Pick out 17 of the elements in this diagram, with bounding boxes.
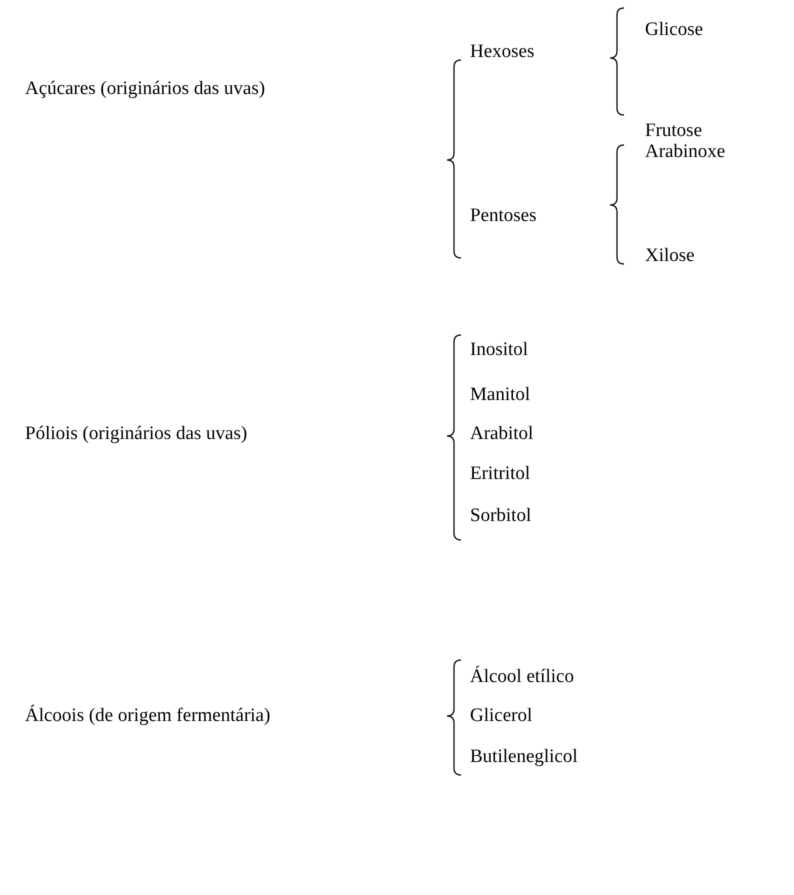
term-label: Glicerol: [470, 705, 532, 727]
term-label: Póliois (originários das uvas): [25, 423, 248, 445]
term-label: Sorbitol: [470, 505, 532, 527]
term-label: Eritritol: [470, 463, 530, 485]
term-label: Butileneglicol: [470, 746, 578, 768]
term-label: Arabitol: [470, 423, 534, 445]
term-label: Álcoois (de origem fermentária): [25, 705, 270, 727]
term-label: Arabinoxe: [645, 141, 726, 163]
term-label: Álcool etílico: [470, 666, 574, 688]
term-label: Hexoses: [470, 41, 534, 63]
term-label: Manitol: [470, 384, 530, 406]
term-label: Xilose: [645, 245, 695, 267]
term-label: Glicose: [645, 19, 704, 41]
term-label: Açúcares (originários das uvas): [25, 78, 266, 100]
term-label: Frutose: [645, 120, 702, 142]
term-label: Inositol: [470, 339, 528, 361]
term-label: Pentoses: [470, 205, 536, 227]
